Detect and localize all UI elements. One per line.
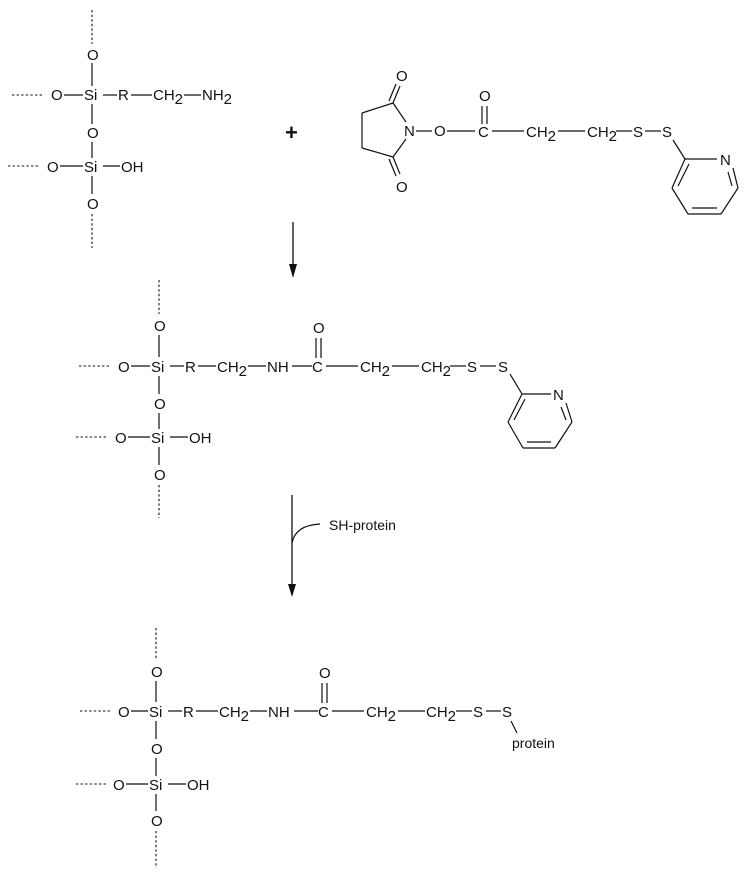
atom-s: S — [498, 359, 508, 376]
double-bond — [388, 83, 397, 102]
atom-s: S — [502, 704, 512, 721]
bond — [672, 139, 686, 160]
group-nh: NH — [268, 704, 290, 721]
bond — [392, 102, 407, 123]
atom-o: O — [396, 179, 408, 196]
bond — [510, 720, 518, 734]
atom-s: S — [633, 124, 643, 141]
atom-o: O — [51, 87, 63, 104]
plus-sign: + — [285, 120, 298, 145]
reactant-aminated-silica: O O Si R CH2 NH2 O O Si OH O — [8, 10, 232, 248]
atom-si: Si — [149, 704, 162, 721]
atom-s: S — [662, 124, 672, 141]
atom-s: S — [467, 359, 477, 376]
atom-n: N — [553, 387, 564, 404]
group-ch2: CH2 — [153, 87, 183, 108]
reagent-label: SH-protein — [329, 517, 396, 533]
group-oh: OH — [121, 159, 144, 176]
reaction-arrow-1 — [289, 222, 297, 278]
atom-o: O — [87, 47, 99, 64]
bond — [509, 373, 523, 395]
bond — [554, 421, 573, 449]
atom-o: O — [396, 68, 408, 85]
atom-o: O — [151, 664, 163, 681]
atom-o: O — [154, 467, 166, 484]
atom-s: S — [473, 704, 483, 721]
atom-o: O — [151, 813, 163, 830]
bond — [565, 402, 573, 423]
bond — [671, 158, 686, 189]
group-oh: OH — [187, 777, 210, 794]
group-oh: OH — [189, 430, 212, 447]
group-ch2: CH2 — [217, 359, 247, 380]
atom-si: Si — [151, 359, 164, 376]
atom-o: O — [479, 88, 491, 105]
group-ch2: CH2 — [421, 359, 451, 380]
atom-c: C — [312, 359, 323, 376]
atom-si: Si — [84, 159, 97, 176]
atom-c: C — [318, 704, 329, 721]
inner-double-bond — [677, 163, 690, 187]
atom-r: R — [118, 87, 129, 104]
atom-si: Si — [149, 777, 162, 794]
atom-o: O — [151, 741, 163, 758]
atom-o: O — [113, 777, 125, 794]
atom-o: O — [154, 318, 166, 335]
atom-o: O — [47, 159, 59, 176]
atom-o: O — [87, 196, 99, 213]
atom-o: O — [118, 704, 130, 721]
group-ch2: CH2 — [526, 124, 556, 145]
group-ch2: CH2 — [366, 704, 396, 725]
atom-o: O — [87, 125, 99, 142]
bond — [671, 187, 689, 215]
atom-o: O — [154, 396, 166, 413]
bond — [392, 138, 407, 158]
atom-o: O — [313, 320, 325, 337]
atom-si: Si — [151, 430, 164, 447]
double-bond — [392, 85, 401, 104]
inner-double-bond — [513, 398, 526, 421]
atom-r: R — [185, 359, 196, 376]
double-bond — [392, 156, 401, 175]
product-protein-conjugate: O O Si R CH2 NH O C CH2 CH2 S S protein … — [76, 628, 555, 868]
group-nh2: NH2 — [202, 87, 232, 108]
atom-c: C — [478, 124, 489, 141]
inner-double-bond — [560, 406, 567, 421]
double-bond — [388, 158, 397, 177]
reactant-spdp: O O N O O C CH2 CH2 S S N — [361, 68, 739, 215]
bond — [361, 147, 394, 158]
atom-n: N — [720, 152, 731, 169]
reaction-arrow-2: SH-protein — [288, 495, 396, 597]
group-nh: NH — [267, 359, 289, 376]
atom-o: O — [115, 430, 127, 447]
group-ch2: CH2 — [219, 704, 249, 725]
atom-o: O — [319, 665, 331, 682]
group-ch2: CH2 — [426, 704, 456, 725]
atom-si: Si — [84, 87, 97, 104]
intermediate-activated-silica: O O Si R CH2 NH O C CH2 CH2 S S N — [76, 280, 573, 518]
bond — [361, 102, 394, 114]
bond — [507, 421, 524, 449]
group-ch2: CH2 — [360, 359, 390, 380]
bond — [507, 393, 523, 423]
protein-label: protein — [512, 735, 555, 751]
arrow-head-icon — [288, 584, 296, 597]
bond — [732, 167, 739, 189]
atom-n: N — [404, 123, 415, 140]
atom-r: R — [183, 704, 194, 721]
inner-double-bond — [727, 171, 733, 187]
arrow-head-icon — [289, 264, 297, 278]
atom-o: O — [118, 359, 130, 376]
reagent-curve — [291, 523, 321, 544]
atom-o: O — [434, 123, 446, 140]
bond — [720, 187, 739, 215]
group-ch2: CH2 — [587, 124, 617, 145]
